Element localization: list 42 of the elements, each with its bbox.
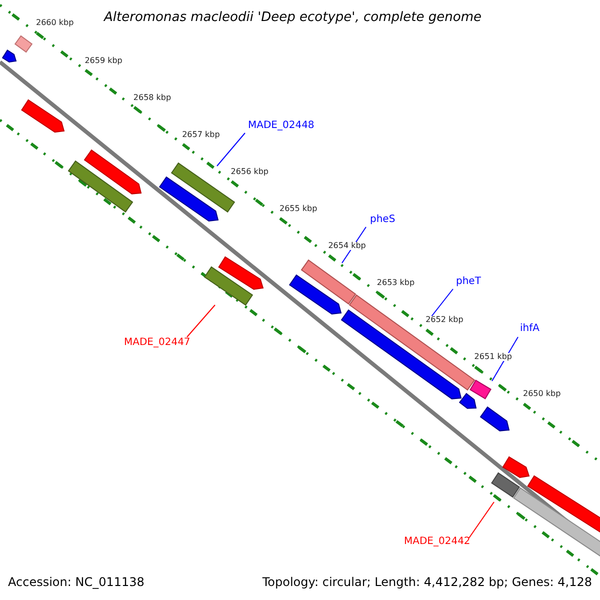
scale-label: 2650 kbp xyxy=(522,390,562,398)
gene-label: MADE_02447 xyxy=(124,338,190,348)
scale-label: 2657 kbp xyxy=(181,130,221,139)
gene-feature xyxy=(14,35,33,53)
gene-label: pheT xyxy=(456,277,481,287)
footer-text: Topology: circular; Length: 4,412,282 bp; Genes: 4,128 xyxy=(262,576,592,588)
scale-label: 2651 kbp xyxy=(473,353,513,362)
gene-label: ihfA xyxy=(520,324,540,334)
gene-feature-pointed xyxy=(21,99,65,133)
footer-text: Accession: NC_011138 xyxy=(8,576,144,588)
scale-label: 2659 kbp xyxy=(84,56,124,65)
diagram-title: Alteromonas macleodii 'Deep ecotype', complete genome xyxy=(104,11,482,24)
leader-line xyxy=(468,502,494,538)
gene-feature-pointed xyxy=(158,176,219,222)
scale-label: 2655 kbp xyxy=(278,204,318,213)
gene-feature-pointed xyxy=(480,406,510,432)
gene-feature xyxy=(68,160,134,213)
gene-feature-pointed xyxy=(84,149,142,194)
scale-label: 2654 kbp xyxy=(327,242,367,250)
gene-feature xyxy=(300,259,356,305)
leader-line xyxy=(216,132,246,166)
gene-feature xyxy=(491,472,520,498)
leader-line xyxy=(430,288,454,318)
gene-feature xyxy=(470,380,492,400)
scale-label: 2656 kbp xyxy=(230,168,270,176)
gene-feature-pointed xyxy=(218,256,264,290)
gene-feature-pointed xyxy=(340,309,462,400)
scale-label: 2653 kbp xyxy=(376,279,416,288)
gene-label: pheS xyxy=(370,215,396,225)
gene-feature-pointed xyxy=(2,50,17,63)
gene-feature xyxy=(204,266,254,306)
gene-label: MADE_02442 xyxy=(404,537,470,547)
gene-feature-pointed xyxy=(288,274,342,315)
gene-feature xyxy=(513,487,600,558)
scale-label: 2652 kbp xyxy=(424,316,464,324)
scale-label: 2658 kbp xyxy=(132,94,172,102)
leader-line xyxy=(186,304,216,338)
gene-feature xyxy=(527,475,600,534)
gene-feature xyxy=(348,294,476,391)
gene-feature-pointed xyxy=(502,456,530,478)
scale-label: 2660 kbp xyxy=(35,19,75,28)
gene-label: MADE_02448 xyxy=(248,121,314,131)
